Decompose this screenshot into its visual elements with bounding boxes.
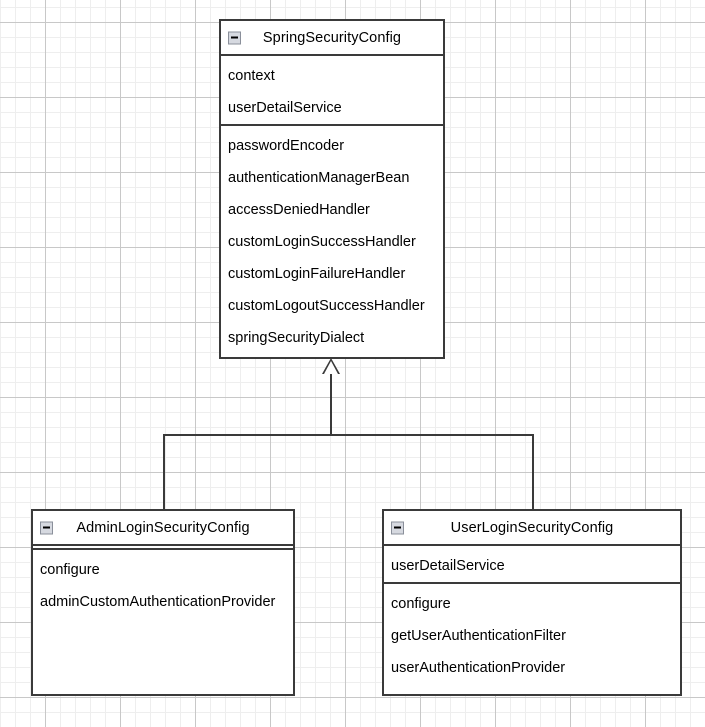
attribute-row: context — [228, 68, 275, 84]
attributes-compartment-user-login-security-config: userDetailService — [384, 546, 680, 584]
method-row: userAuthenticationProvider — [391, 660, 566, 676]
generalization-drop-admin — [163, 434, 165, 510]
minus-glyph — [43, 526, 50, 529]
method-row: adminCustomAuthenticationProvider — [40, 594, 276, 610]
collapse-minus-icon[interactable] — [391, 521, 404, 534]
class-header-spring-security-config: SpringSecurityConfig — [221, 21, 443, 56]
attributes-compartment-admin-login-security-config — [33, 546, 293, 550]
method-row: springSecurityDialect — [228, 330, 365, 346]
triangle-fill — [324, 361, 338, 374]
class-box-admin-login-security-config[interactable]: AdminLoginSecurityConfig configure admin… — [31, 509, 295, 696]
method-row: authenticationManagerBean — [228, 170, 410, 186]
collapse-minus-icon[interactable] — [40, 521, 53, 534]
class-header-user-login-security-config: UserLoginSecurityConfig — [384, 511, 680, 546]
methods-compartment-admin-login-security-config: configure adminCustomAuthenticationProvi… — [33, 550, 293, 618]
class-header-admin-login-security-config: AdminLoginSecurityConfig — [33, 511, 293, 546]
class-name-label: AdminLoginSecurityConfig — [76, 519, 250, 536]
method-row: customLoginSuccessHandler — [228, 234, 416, 250]
attribute-row: userDetailService — [391, 558, 505, 574]
class-name-label: UserLoginSecurityConfig — [450, 519, 614, 536]
method-row: configure — [391, 596, 451, 612]
method-row: customLoginFailureHandler — [228, 266, 406, 282]
method-row: passwordEncoder — [228, 138, 345, 154]
methods-compartment-user-login-security-config: configure getUserAuthenticationFilter us… — [384, 584, 680, 684]
class-box-user-login-security-config[interactable]: UserLoginSecurityConfig userDetailServic… — [382, 509, 682, 696]
attributes-compartment-spring-security-config: context userDetailService — [221, 56, 443, 126]
generalization-drop-user — [532, 434, 534, 510]
collapse-minus-icon[interactable] — [228, 31, 241, 44]
minus-glyph — [231, 36, 238, 39]
attribute-row: userDetailService — [228, 100, 342, 116]
generalization-stem-vertical — [330, 374, 332, 435]
method-row: configure — [40, 562, 100, 578]
class-box-spring-security-config[interactable]: SpringSecurityConfig context userDetailS… — [219, 19, 445, 359]
class-name-label: SpringSecurityConfig — [262, 29, 402, 46]
methods-compartment-spring-security-config: passwordEncoder authenticationManagerBea… — [221, 126, 443, 354]
method-row: getUserAuthenticationFilter — [391, 628, 566, 644]
method-row: customLogoutSuccessHandler — [228, 298, 425, 314]
minus-glyph — [394, 526, 401, 529]
generalization-branch-horizontal — [163, 434, 534, 436]
method-row: accessDeniedHandler — [228, 202, 370, 218]
